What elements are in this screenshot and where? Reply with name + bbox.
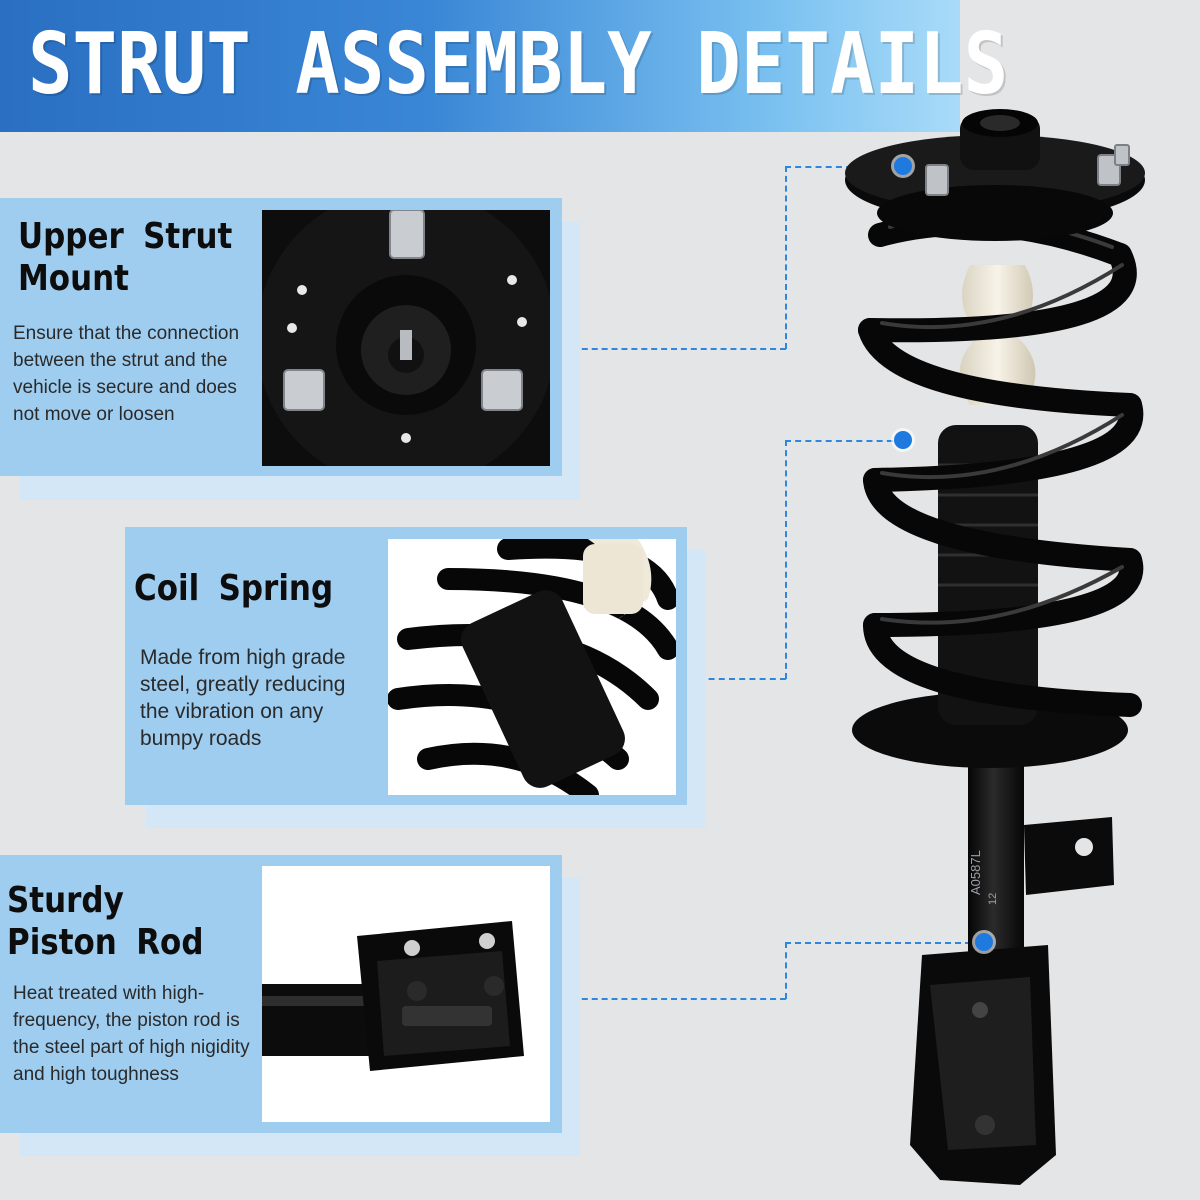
callout-line-upper-mount-top [785, 166, 903, 168]
coil-spring-photo [388, 539, 676, 795]
callout-dot-piston-rod [975, 933, 993, 951]
callout-line-coil-spring-vertical [785, 440, 787, 679]
callout-dot-coil-spring [894, 431, 912, 449]
callout-dot-upper-mount [894, 157, 912, 175]
piston-rod-description: Heat treated with high-frequency, the pi… [13, 983, 250, 1085]
header-banner [0, 0, 960, 132]
upper-mount-photo [262, 210, 550, 466]
callout-line-piston-rod [562, 998, 786, 1000]
strut-assembly-image: A0587L 12 [830, 105, 1190, 1195]
upper-mount-description: Ensure that the connection between the s… [13, 323, 240, 425]
coil-spring-heading: Coil Spring [134, 568, 334, 609]
part-marking: A0587L [968, 850, 983, 895]
part-marking-sub: 12 [987, 893, 999, 905]
callout-line-piston-rod-vertical [785, 942, 787, 999]
piston-rod-photo [262, 866, 550, 1122]
piston-rod-heading: Sturdy Piston Rod [7, 880, 204, 963]
callout-line-piston-rod-top [785, 942, 981, 944]
callout-line-coil-spring [678, 678, 786, 680]
page-title: STRUT ASSEMBLY DETAILS [28, 14, 1009, 114]
callout-line-coil-spring-top [785, 440, 903, 442]
coil-spring-description: Made from high grade steel, greatly redu… [140, 646, 346, 750]
callout-line-upper-mount [562, 348, 786, 350]
callout-line-upper-mount-vertical [785, 166, 787, 349]
upper-mount-heading: Upper Strut Mount [18, 216, 233, 299]
